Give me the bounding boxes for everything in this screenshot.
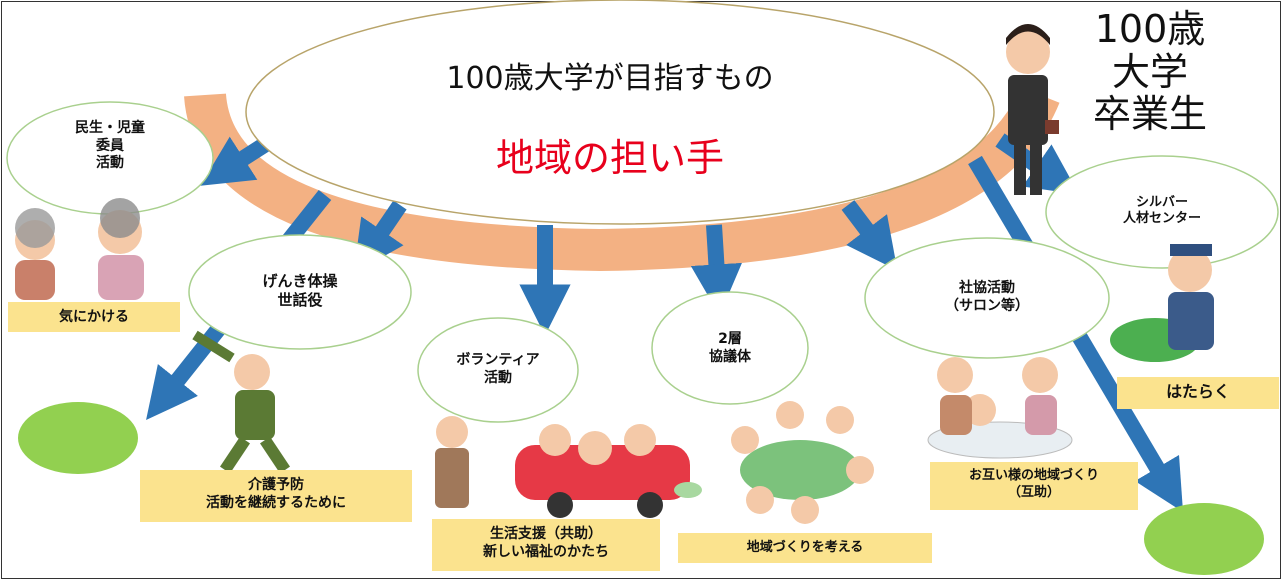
arrow-to-genki	[353, 200, 407, 274]
salon-tea-icon	[927, 357, 1073, 459]
bubble-text-genki: げんき体操 世話役	[262, 272, 338, 309]
green-circle-right	[1144, 503, 1264, 575]
bubble-nisou	[651, 291, 809, 405]
main-title: 100歳大学が目指すもの	[446, 61, 774, 96]
stretching-exercise-icon	[192, 330, 290, 474]
label-kinikakeru: 気にかける	[8, 302, 180, 332]
bubble-text-silver: シルバー 人材センター	[1122, 195, 1201, 227]
label-otagai: お互い様の地域づくり （互助）	[930, 462, 1138, 510]
graduate-woman-icon	[1006, 24, 1059, 195]
bubble-shakyo	[864, 237, 1110, 359]
bubble-text-shakyo: 社協活動 （サロン等）	[945, 280, 1029, 314]
main-subtitle: 地域の担い手	[495, 136, 724, 180]
bubble-text-volunteer: ボランティア 活動	[456, 352, 540, 386]
arrow-to-nisou	[690, 224, 742, 316]
bubble-genki	[188, 234, 412, 350]
main-oval	[245, 0, 995, 225]
bubble-silver	[1045, 155, 1279, 269]
arrow-to-silver	[995, 133, 1080, 195]
bubble-text-minsei: 民生・児童 委員 活動	[75, 120, 145, 171]
elderly-chatting-icon	[15, 198, 144, 300]
label-chiiki: 地域づくりを考える	[678, 533, 932, 563]
graduate-label: 100歳 大学 卒業生	[1092, 7, 1207, 137]
label-kaigo: 介護予防 活動を継続するために	[140, 470, 412, 522]
meeting-table-icon	[731, 401, 874, 524]
label-seikatsu: 生活支援（共助） 新しい福祉のかたち	[432, 519, 660, 571]
bubble-volunteer	[417, 317, 579, 423]
bubble-text-nisou: 2層 協議体	[709, 331, 751, 365]
green-circle-left	[18, 402, 138, 474]
volunteer-car-icon	[435, 416, 702, 518]
label-hataraku: はたらく	[1117, 377, 1279, 409]
arrow-to-shakyo	[841, 200, 898, 271]
gardener-icon	[1110, 244, 1214, 362]
